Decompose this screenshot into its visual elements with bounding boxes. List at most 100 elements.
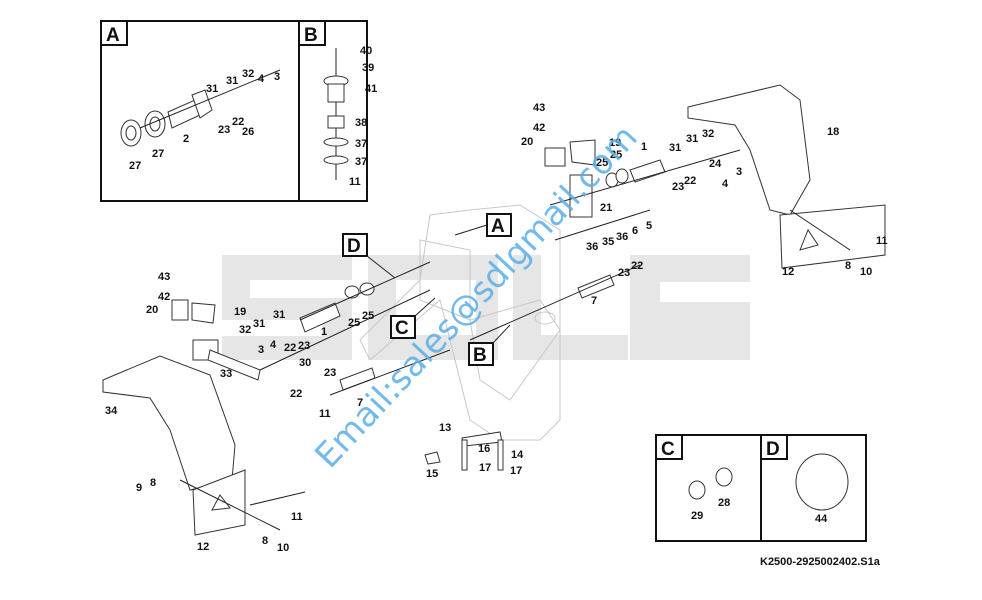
part-label: 24 [709, 158, 722, 170]
part-label: 23 [618, 267, 630, 279]
part-label: 28 [718, 497, 730, 509]
part-label: 22 [631, 260, 643, 272]
part-label: 31 [686, 133, 698, 145]
part-label: 17 [479, 462, 491, 474]
part-label: 6 [632, 225, 638, 237]
part-label: 20 [146, 304, 158, 316]
background-logo [222, 255, 750, 360]
part-label: 10 [277, 542, 289, 554]
part-label: 3 [274, 71, 280, 83]
part-label: 25 [362, 310, 374, 322]
part-label: 23 [672, 181, 684, 193]
part-label: 36 [586, 241, 598, 253]
part-label: 2 [183, 133, 189, 145]
part-label: 32 [239, 324, 251, 336]
callout-d: D [347, 236, 361, 257]
detail-view-d: D [760, 434, 867, 542]
pins-and-brackets [171, 139, 741, 471]
part-label: 3 [258, 344, 264, 356]
part-label: 20 [521, 136, 533, 148]
part-label: 32 [702, 128, 714, 140]
part-label: 11 [291, 511, 303, 523]
part-label: 43 [158, 271, 170, 283]
part-label: 14 [511, 449, 524, 461]
part-label: 22 [684, 175, 696, 187]
part-label: 25 [610, 149, 622, 161]
detail-view-b: B [298, 20, 368, 202]
detail-letter-d: D [766, 439, 780, 460]
detail-letter-b: B [304, 25, 318, 46]
part-label: 27 [129, 160, 141, 172]
part-label: 31 [669, 142, 681, 154]
part-label: 1 [321, 326, 327, 338]
part-label: 26 [242, 126, 254, 138]
callout-b: B [473, 345, 487, 366]
part-label: 30 [299, 357, 311, 369]
part-label: 34 [105, 405, 118, 417]
part-label: 40 [360, 45, 372, 57]
part-label: 19 [609, 137, 621, 149]
part-label: 22 [284, 342, 296, 354]
part-label: 32 [242, 68, 254, 80]
part-label: 1 [641, 141, 647, 153]
part-label: 23 [218, 124, 230, 136]
part-label: 25 [348, 317, 360, 329]
part-label: 37 [355, 156, 367, 168]
part-label: 27 [152, 148, 164, 160]
part-label: 21 [600, 202, 612, 214]
part-label: 23 [298, 340, 310, 352]
part-label: 25 [596, 157, 608, 169]
left-fender [102, 355, 306, 536]
part-label: 37 [355, 138, 367, 150]
part-label: 35 [602, 236, 614, 248]
right-fender [687, 84, 886, 269]
part-label: 22 [290, 388, 302, 400]
detail-letter-a: A [106, 25, 120, 46]
part-label: 12 [197, 541, 209, 553]
part-label: 31 [206, 83, 218, 95]
part-label: 9 [136, 482, 142, 494]
part-label: 11 [349, 176, 361, 188]
part-label: 33 [220, 368, 232, 380]
part-label: 19 [234, 306, 246, 318]
part-label: 38 [355, 117, 367, 129]
part-label: 11 [876, 235, 888, 247]
part-label: 7 [591, 295, 597, 307]
part-label: 23 [324, 367, 336, 379]
part-label: 42 [533, 122, 545, 134]
part-label: 31 [273, 309, 285, 321]
part-label: 4 [722, 178, 729, 190]
part-label: 13 [439, 422, 451, 434]
callout-c: C [395, 318, 409, 339]
part-label: 10 [860, 266, 872, 278]
part-label: 17 [510, 465, 522, 477]
part-label: 12 [782, 266, 794, 278]
callout-boxes: D A C B [342, 213, 512, 366]
part-label: 42 [158, 291, 170, 303]
part-label: 11 [319, 408, 331, 420]
detail-letter-c: C [661, 439, 675, 460]
detail-view-a: A [100, 20, 300, 202]
drawing-code: K2500-2925002402.S1a [760, 556, 881, 568]
part-label: 8 [150, 477, 156, 489]
part-label: 44 [815, 513, 828, 525]
part-label: 8 [845, 260, 851, 272]
part-label: 3 [736, 166, 742, 178]
part-label: 5 [646, 220, 652, 232]
part-label: 43 [533, 102, 545, 114]
part-label: 31 [253, 318, 265, 330]
part-label: 4 [258, 73, 265, 85]
part-label: 41 [365, 83, 377, 95]
part-label: 22 [232, 116, 244, 128]
part-label: 16 [478, 443, 490, 455]
part-label: 15 [426, 468, 438, 480]
callout-a: A [491, 216, 505, 237]
detail-view-c: C [655, 434, 762, 542]
part-label: 18 [827, 126, 839, 138]
part-label: 39 [362, 62, 374, 74]
part-label: 4 [270, 339, 277, 351]
part-label: 8 [262, 535, 268, 547]
part-label: 7 [357, 397, 363, 409]
